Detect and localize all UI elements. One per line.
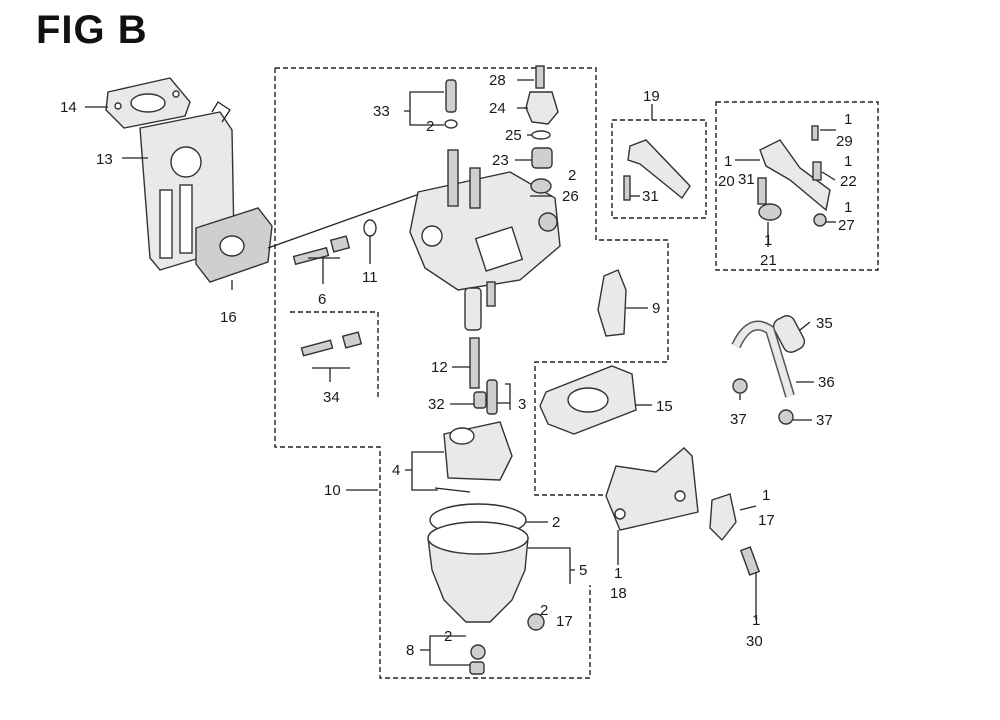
callout-2-b: 2 (568, 167, 576, 184)
callout-20: 20 (718, 173, 735, 190)
callout-4: 4 (392, 462, 400, 479)
callout-30: 30 (746, 633, 763, 650)
callout-18: 18 (610, 585, 627, 602)
callout-34: 34 (323, 389, 340, 406)
callout-17-a: 17 (556, 613, 573, 630)
callout-36: 36 (818, 374, 835, 391)
callout-29: 29 (836, 133, 853, 150)
callout-17-b: 17 (758, 512, 775, 529)
gasket-part-16 (195, 191, 426, 283)
callout-1-f: 1 (614, 565, 622, 582)
callout-24: 24 (489, 100, 506, 117)
callout-8: 8 (406, 642, 414, 659)
callout-28: 28 (489, 72, 506, 89)
callout-23: 23 (492, 152, 509, 169)
clip-part-17 (709, 493, 761, 576)
callout-37-a: 37 (730, 411, 747, 428)
clip-part-9 (597, 269, 627, 337)
callout-1-h: 1 (752, 612, 760, 629)
callout-2-a: 2 (426, 118, 434, 135)
screw-part-33 (444, 79, 458, 129)
pilot-screw-part-6 (292, 219, 377, 266)
callout-26: 26 (562, 188, 579, 205)
callout-5: 5 (579, 562, 587, 579)
carburetor-body (409, 149, 561, 331)
callout-1-g: 1 (762, 487, 770, 504)
callout-10: 10 (324, 482, 341, 499)
callout-35: 35 (816, 315, 833, 332)
gasket-part-14 (105, 77, 191, 129)
callout-labels: 14 13 16 33 2 28 24 25 23 2 26 6 11 34 1… (60, 72, 857, 659)
callout-12: 12 (431, 359, 448, 376)
callout-2-e: 2 (444, 628, 452, 645)
bracket-part-18 (605, 447, 699, 531)
callout-3: 3 (518, 396, 526, 413)
linkage-box (611, 119, 707, 219)
throttle-lever-set (757, 125, 831, 227)
gasket-part-15 (539, 365, 637, 435)
callout-27: 27 (838, 217, 855, 234)
callout-13: 13 (96, 151, 113, 168)
callout-6: 6 (318, 291, 326, 308)
fuel-hose-set (731, 315, 806, 425)
float-valve-stack (525, 65, 559, 194)
linkage-part-19 (623, 139, 691, 201)
callout-15: 15 (656, 398, 673, 415)
callout-1-a: 1 (724, 153, 732, 170)
callout-16: 16 (220, 309, 237, 326)
callout-1-e: 1 (844, 199, 852, 216)
callout-37-b: 37 (816, 412, 833, 429)
callout-21: 21 (760, 252, 777, 269)
callout-32: 32 (428, 396, 445, 413)
main-jet-part-12 (469, 337, 498, 415)
float-part-4 (434, 421, 513, 493)
callout-11: 11 (362, 269, 378, 286)
callout-14: 14 (60, 99, 77, 116)
callout-9: 9 (652, 300, 660, 317)
callout-33: 33 (373, 103, 390, 120)
screw-set-box (290, 311, 379, 400)
callout-2-d: 2 (540, 602, 548, 619)
callout-1-c: 1 (844, 111, 852, 128)
callout-25: 25 (505, 127, 522, 144)
callout-31-b: 31 (738, 171, 755, 188)
carburetor-assembly-boundary (274, 67, 669, 679)
float-chamber-part-5 (427, 503, 545, 675)
callout-19: 19 (643, 88, 660, 105)
throttle-lever-box (715, 101, 879, 271)
callout-31-a: 31 (642, 188, 659, 205)
callout-2-c: 2 (552, 514, 560, 531)
callout-1-b: 1 (764, 232, 772, 249)
screw-set-part-34 (300, 331, 363, 357)
figure-title: FIG B (36, 8, 148, 52)
leader-lines (85, 79, 836, 666)
callout-22: 22 (840, 173, 857, 190)
callout-1-d: 1 (844, 153, 852, 170)
